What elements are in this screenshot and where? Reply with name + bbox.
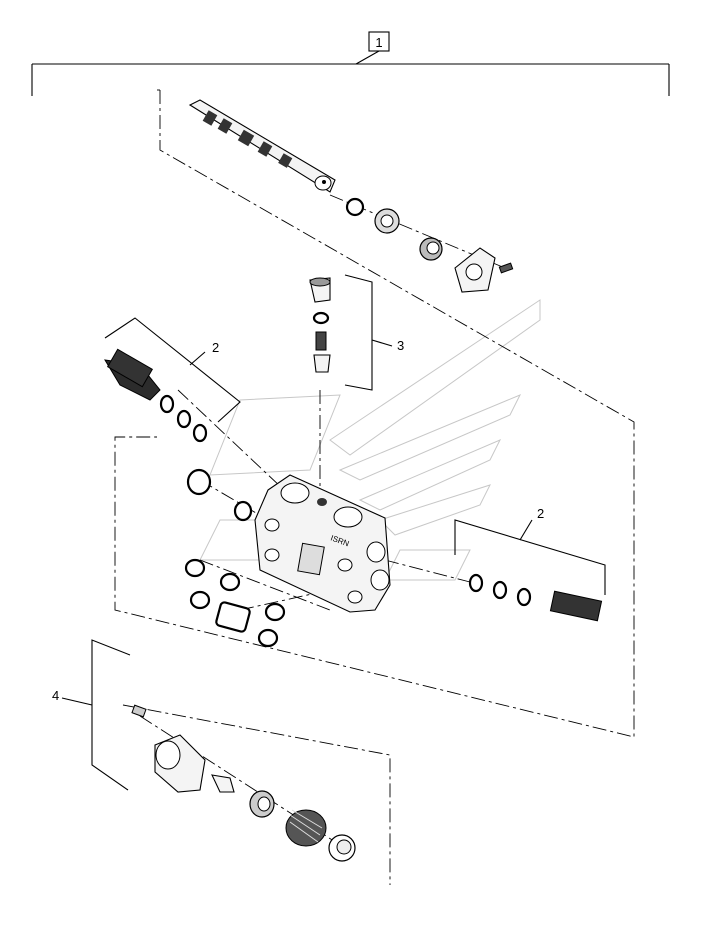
- right-relief-valve: [549, 590, 603, 622]
- left-relief-callout: 2: [104, 317, 241, 423]
- check-valve-spring: [315, 331, 327, 351]
- centering-spring: [285, 809, 327, 847]
- spring-cap-callout: 4: [52, 639, 131, 791]
- spring-retainer-bolt: [211, 774, 235, 793]
- right-relief-callout: 2: [454, 506, 606, 595]
- assembly-callout: 1: [31, 31, 670, 96]
- left-relief-valve: [104, 348, 161, 401]
- callout-label-2-right: 2: [537, 506, 544, 521]
- check-valve-callout: 3: [344, 274, 404, 391]
- check-valve-o-ring: [312, 311, 330, 325]
- left-relief-o-ring-1: [159, 394, 175, 414]
- body-o-ring-c: [189, 590, 211, 610]
- spring-end-cap: [328, 834, 356, 862]
- body-large-o-ring: [186, 468, 212, 496]
- body-o-ring-a: [184, 558, 206, 578]
- right-relief-o-ring-2: [492, 580, 508, 600]
- callout-label-3: 3: [397, 338, 404, 353]
- callout-label-4: 4: [52, 688, 59, 703]
- spool-seal-washer: [374, 208, 400, 234]
- check-valve-poppet: [313, 354, 331, 373]
- spool-cover-plate: [454, 247, 496, 293]
- body-o-ring-b: [219, 572, 241, 592]
- check-valve-plug: [309, 277, 331, 303]
- plate-screw: [498, 262, 514, 274]
- body-o-ring-e: [257, 628, 279, 648]
- spring-cap-housing: [154, 734, 206, 793]
- callout-label-2-left: 2: [212, 340, 219, 355]
- left-relief-o-ring-2: [176, 409, 192, 429]
- spool-wiper-seal: [419, 237, 443, 261]
- callout-label-1: 1: [375, 35, 382, 50]
- body-square-seal: [215, 601, 251, 633]
- cap-screw: [131, 704, 147, 718]
- left-relief-o-ring-3: [192, 423, 208, 443]
- right-relief-o-ring-3: [516, 587, 532, 607]
- body-o-ring-top: [233, 500, 253, 522]
- spool-o-ring: [345, 197, 365, 217]
- right-relief-o-ring-1: [468, 573, 484, 593]
- body-o-ring-d: [264, 602, 286, 622]
- spring-seat: [249, 790, 275, 818]
- valve-body: ISRN: [254, 474, 391, 613]
- control-spool: [188, 99, 336, 193]
